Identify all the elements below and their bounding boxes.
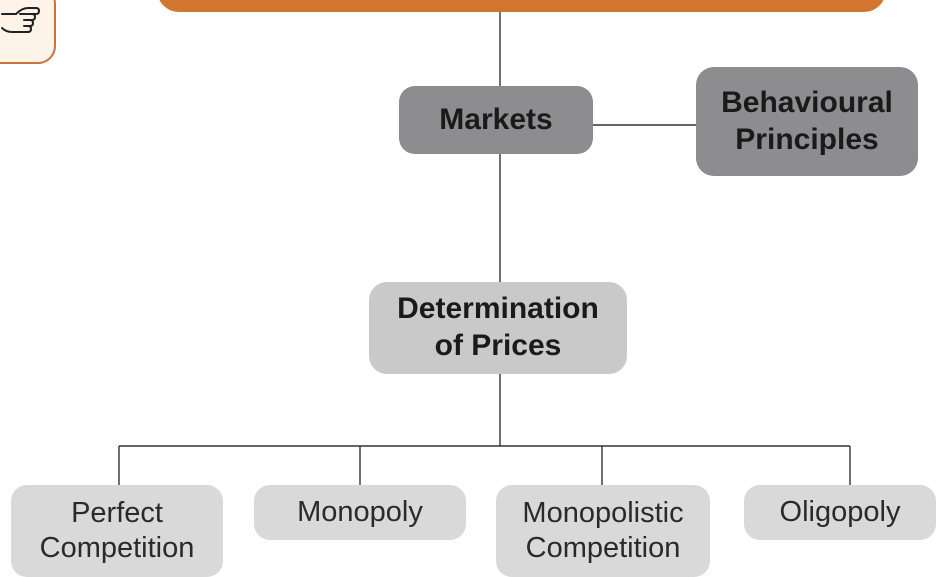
monopoly-label: Monopoly	[297, 495, 423, 528]
markets-label: Markets	[439, 102, 553, 136]
determination-line1: Determination	[397, 292, 599, 326]
monopoly-node: Monopoly	[254, 485, 466, 540]
oligopoly-label: Oligopoly	[779, 495, 901, 528]
monopolistic-line2: Competition	[525, 532, 681, 564]
markets-node: Markets	[399, 86, 593, 154]
determination-line2: of Prices	[434, 329, 562, 362]
perfect-line2: Competition	[39, 532, 195, 564]
header-banner	[157, 0, 886, 12]
pointing-hand-icon	[1, 7, 40, 33]
perfect-line1: Perfect	[71, 496, 163, 529]
determination-of-prices-node: Determination of Prices	[369, 282, 627, 374]
behavioural-line1: Behavioural	[721, 85, 893, 119]
behavioural-principles-node: Behavioural Principles	[696, 67, 918, 176]
hand-icon-box	[0, 0, 56, 64]
behavioural-line2: Principles	[735, 122, 879, 156]
oligopoly-node: Oligopoly	[744, 485, 936, 540]
monopolistic-competition-node: Monopolistic Competition	[496, 485, 710, 577]
perfect-competition-node: Perfect Competition	[11, 485, 223, 577]
monopolistic-line1: Monopolistic	[522, 496, 684, 529]
